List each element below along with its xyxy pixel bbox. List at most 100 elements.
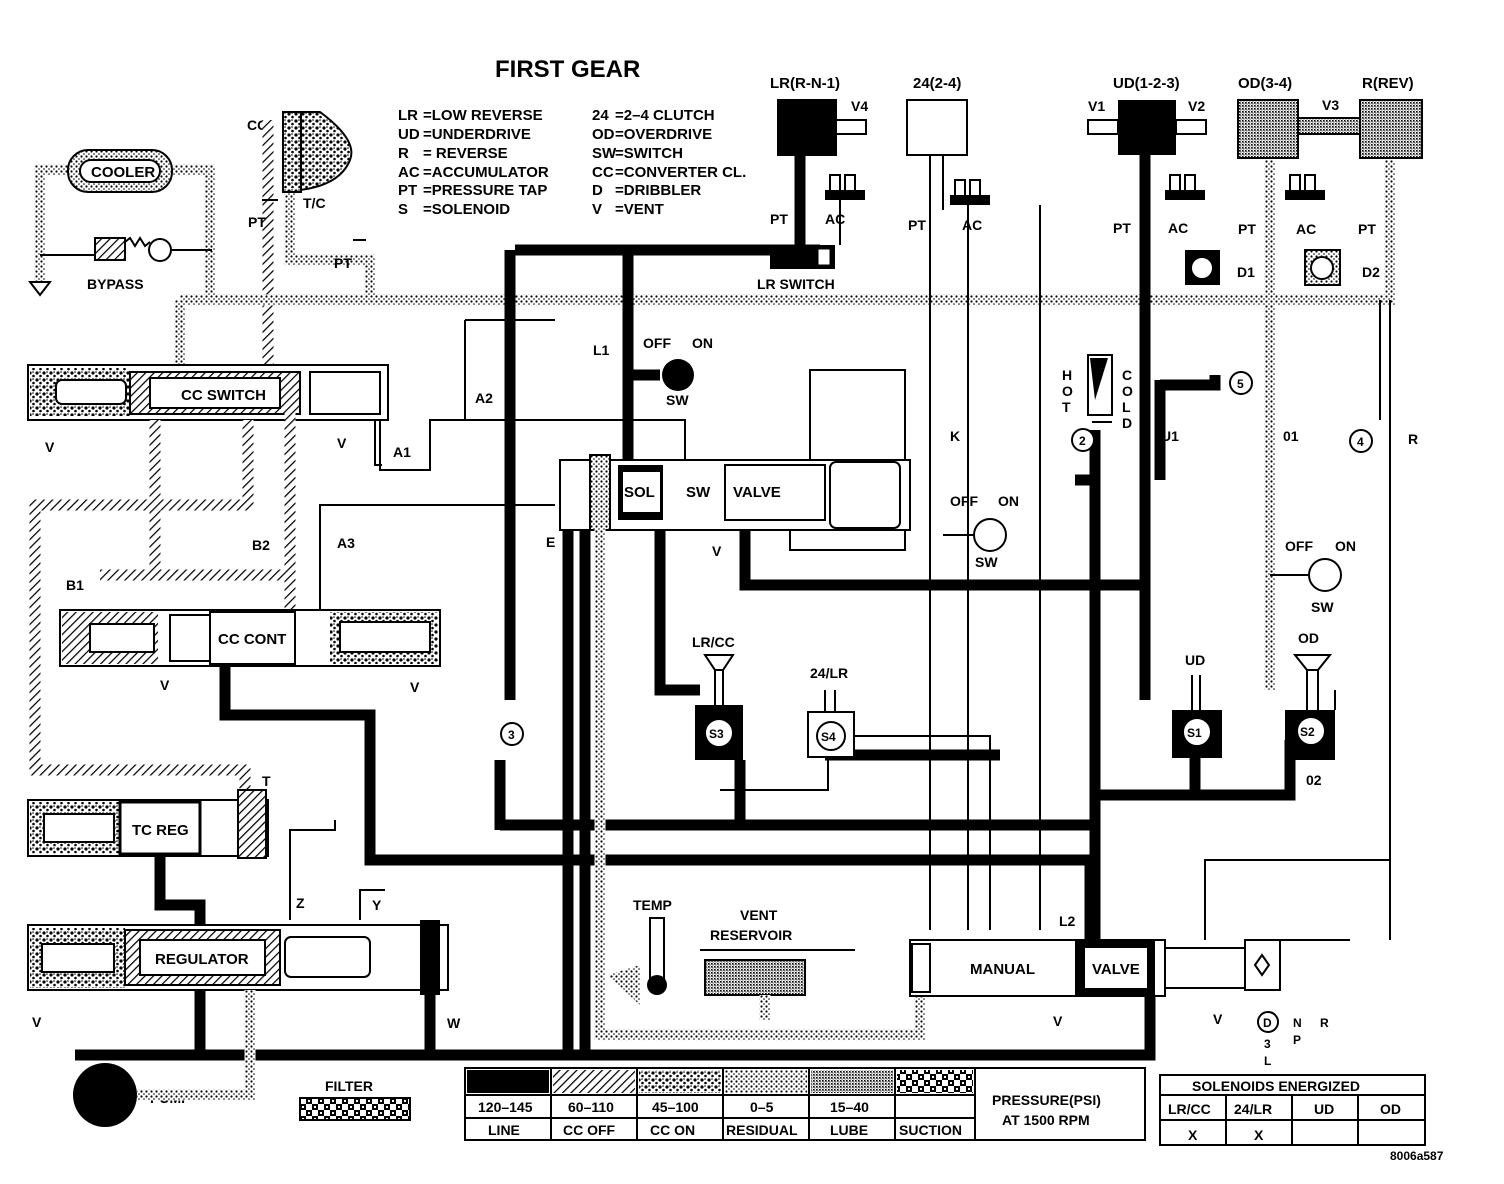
w-label: W	[447, 1015, 461, 1031]
rev-clutch: R(REV) PT R	[1358, 75, 1423, 940]
ac-label: AC	[825, 211, 845, 227]
b2-label: B2	[252, 537, 270, 553]
legend-pressure: 120–145	[478, 1099, 533, 1115]
cc-switch-valve: CC SWITCH V V	[27, 364, 389, 455]
pressure-switch-od	[1308, 558, 1342, 592]
gear-n-label: N	[1293, 1016, 1302, 1030]
abbr-def: =OVERDRIVE	[615, 126, 712, 143]
off-label: OFF	[643, 335, 671, 351]
pump	[73, 1063, 137, 1127]
abbr-code: S	[398, 201, 408, 218]
cc-cont-label: CC CONT	[218, 631, 286, 648]
solenoid-col: OD	[1380, 1101, 1401, 1117]
solenoid-col: LR/CC	[1168, 1101, 1211, 1117]
off-label: OFF	[950, 493, 978, 509]
d1-ball	[1190, 256, 1214, 280]
filter-label: FILTER	[325, 1078, 373, 1094]
abbr-code: AC	[398, 164, 420, 181]
clutch-label-rev: R(REV)	[1362, 75, 1414, 92]
clutch-24: 24(2-4) PT AC K	[906, 75, 1041, 930]
e-label: E	[546, 534, 555, 550]
abbr-code: PT	[398, 182, 417, 199]
manual-label: MANUAL	[970, 961, 1035, 978]
check-ball-3	[500, 722, 524, 746]
abbr-def: = REVERSE	[423, 145, 508, 162]
pt-label: PT	[1238, 221, 1256, 237]
lr24-label: 24/LR	[810, 665, 848, 681]
hot-label: T	[1062, 399, 1071, 415]
temp-label: TEMP	[633, 897, 672, 913]
abbr-code: OD	[592, 126, 615, 143]
gear-d-label: D	[1263, 1016, 1272, 1030]
pt-label: PT	[1113, 220, 1131, 236]
abbr-code: 24	[592, 107, 609, 124]
hot-label: H	[1062, 367, 1072, 383]
vent-reservoir-label: RESERVOIR	[710, 927, 792, 943]
ac-label: AC	[1296, 221, 1316, 237]
solenoid-s1: UD S1	[1172, 652, 1222, 758]
swatch-cc-on	[639, 1070, 721, 1093]
swatch-cc-off	[553, 1070, 635, 1093]
ac-label: AC	[1168, 220, 1188, 236]
vent-label: V	[712, 543, 722, 559]
off-label: OFF	[1285, 538, 1313, 554]
swatch-suction	[897, 1070, 973, 1093]
legend-name: SUCTION	[899, 1122, 962, 1138]
gear-l-label: L	[1264, 1054, 1271, 1068]
v2-label: V2	[1188, 98, 1205, 114]
k-label: K	[950, 428, 960, 444]
abbr-code: V	[592, 201, 602, 218]
legend-caption: AT 1500 RPM	[1002, 1112, 1090, 1128]
solenoid-col: 24/LR	[1234, 1101, 1272, 1117]
abbr-def: =2–4 CLUTCH	[615, 107, 715, 124]
swatch-residual	[725, 1070, 807, 1093]
legend-pressure: 0–5	[750, 1099, 774, 1115]
abbr-code: SW	[592, 145, 617, 162]
tc-reg-label: TC REG	[132, 822, 189, 839]
vent-label: V	[410, 679, 420, 695]
gear-p-label: P	[1293, 1033, 1301, 1047]
v4-label: V4	[851, 98, 868, 114]
abbr-def: =DRIBBLER	[615, 182, 701, 199]
vent-label: V	[1213, 1011, 1223, 1027]
on-label: ON	[998, 493, 1019, 509]
sw-label: SW	[1311, 599, 1334, 615]
on-label: ON	[692, 335, 713, 351]
cooler-label: COOLER	[91, 164, 155, 181]
pt-label: PT	[908, 217, 926, 233]
o1-label: 01	[1283, 428, 1299, 444]
check-ball-2-label: 2	[1079, 434, 1086, 448]
ac-label: AC	[962, 217, 982, 233]
on-label: ON	[1335, 538, 1356, 554]
abbr-code: R	[398, 145, 409, 162]
ud-clutch: UD(1-2-3) V1 V2 PT AC D1 U1	[1087, 75, 1255, 444]
solenoid-table-header: SOLENOIDS ENERGIZED	[1192, 1078, 1360, 1094]
s3-label: S3	[709, 727, 724, 741]
sol-label: SOL	[624, 484, 655, 501]
swatch-lube	[811, 1070, 893, 1093]
clutch-label-lr: LR(R-N-1)	[770, 75, 840, 92]
check-balls: 2 3 4 5	[500, 371, 1373, 746]
od-sol-label: OD	[1298, 630, 1319, 646]
pressure-legend: 120–145 60–110 45–100 0–5 15–40 LINE CC …	[464, 1067, 1146, 1141]
solenoid-col: UD	[1314, 1101, 1334, 1117]
z-label: Z	[296, 895, 305, 911]
cc-label: CC	[247, 117, 267, 133]
manual-valve-label: VALVE	[1092, 961, 1140, 978]
sw-label: SW	[975, 554, 998, 570]
abbr-code: UD	[398, 126, 420, 143]
cooler-circuit: COOLER BYPASS	[27, 149, 216, 300]
diagram-title: FIRST GEAR	[495, 56, 640, 83]
abbr-def: =CONVERTER CL.	[615, 164, 746, 181]
hot-label: O	[1062, 383, 1073, 399]
abbr-def: =SOLENOID	[423, 201, 510, 218]
legend-name: CC ON	[650, 1122, 695, 1138]
cold-label: L	[1122, 399, 1131, 415]
solenoid-s3: LR/CC S3	[692, 634, 743, 760]
legend-name: LINE	[488, 1122, 520, 1138]
d2-ball	[1310, 256, 1334, 280]
temp-sensor: TEMP	[594, 460, 926, 1041]
l2-label: L2	[1059, 913, 1076, 929]
sw-label: SW	[666, 392, 689, 408]
